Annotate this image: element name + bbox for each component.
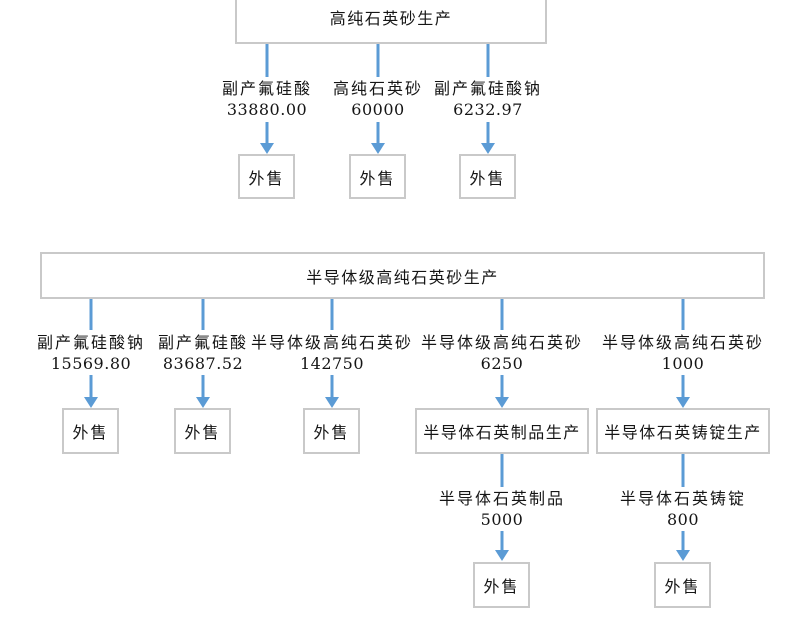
sale-label: 外售 (184, 423, 221, 442)
quantity-label: 800 (666, 510, 700, 529)
output-label: 半导体级高纯石英砂 142750 (212, 332, 452, 374)
sale-label: 外售 (469, 168, 506, 188)
quantity-label: 6250 (480, 354, 524, 373)
process-box-semi-hp-quartz-sand: 半导体级高纯石英砂生产 (40, 252, 765, 299)
sale-box: 外售 (238, 154, 295, 199)
sale-label: 外售 (313, 423, 350, 442)
quantity-label: 142750 (299, 354, 365, 373)
product-label: 副产氟硅酸 (221, 79, 312, 98)
arrow-down-icon (196, 397, 210, 408)
output-label: 副产氟硅酸钠 15569.80 (0, 332, 211, 374)
quantity-label: 15569.80 (50, 354, 132, 373)
sale-label: 外售 (248, 168, 285, 188)
product-label: 副产氟硅酸钠 (36, 333, 145, 352)
output-label: 半导体级高纯石英砂 1000 (563, 332, 803, 374)
quantity-label: 60000 (351, 100, 405, 119)
sale-box: 外售 (62, 408, 119, 454)
flow-line (265, 44, 269, 77)
flow-line (500, 531, 504, 551)
flow-line (330, 375, 334, 398)
output-label: 副产氟硅酸钠 6232.97 (368, 78, 608, 120)
flow-line (486, 122, 490, 144)
quantity-label: 1000 (661, 354, 705, 373)
arrow-down-icon (84, 397, 98, 408)
sale-box: 外售 (654, 562, 711, 608)
flow-line (376, 122, 380, 144)
output-label: 高纯石英砂 60000 (258, 78, 498, 120)
output-label: 副产氟硅酸 33880.00 (147, 78, 387, 120)
quantity-label: 5000 (480, 510, 524, 529)
output-label: 半导体级高纯石英砂 6250 (382, 332, 622, 374)
arrow-down-icon (676, 397, 690, 408)
arrow-down-icon (325, 397, 339, 408)
arrow-down-icon (371, 143, 385, 154)
flow-line (89, 299, 93, 330)
arrow-down-icon (481, 143, 495, 154)
quantity-label: 83687.52 (162, 354, 244, 373)
product-label: 副产氟硅酸 (157, 333, 248, 352)
flow-line (330, 299, 334, 330)
arrow-down-icon (676, 550, 690, 561)
flow-line (201, 299, 205, 330)
flow-line (376, 44, 380, 77)
process-label: 半导体石英铸锭生产 (604, 423, 762, 442)
sale-box: 外售 (303, 408, 360, 454)
flow-line (500, 299, 504, 330)
output-label: 副产氟硅酸 83687.52 (83, 332, 323, 374)
flow-line (201, 375, 205, 398)
product-label: 半导体级高纯石英砂 (250, 333, 413, 352)
flow-line (681, 299, 685, 330)
product-label: 半导体级高纯石英砂 (420, 333, 583, 352)
product-label: 半导体级高纯石英砂 (601, 333, 764, 352)
sale-box: 外售 (174, 408, 231, 454)
arrow-down-icon (495, 550, 509, 561)
process-label: 半导体石英制品生产 (423, 423, 581, 442)
output-label: 半导体石英制品 5000 (382, 488, 622, 530)
product-label: 副产氟硅酸钠 (433, 79, 542, 98)
sale-box: 外售 (459, 154, 516, 199)
process-box-hp-quartz-sand: 高纯石英砂生产 (235, 0, 547, 44)
process-box-semi-quartz-ingot: 半导体石英铸锭生产 (596, 408, 770, 454)
flow-line (265, 122, 269, 144)
sale-label: 外售 (483, 577, 520, 596)
flow-line (486, 44, 490, 77)
output-label: 半导体石英铸锭 800 (563, 488, 803, 530)
sale-box: 外售 (349, 154, 406, 199)
sale-label: 外售 (72, 423, 109, 442)
flow-line (681, 454, 685, 487)
flow-line (500, 454, 504, 487)
quantity-label: 6232.97 (453, 100, 523, 119)
sale-label: 外售 (664, 577, 701, 596)
sale-box: 外售 (473, 562, 530, 608)
process-label: 高纯石英砂生产 (329, 9, 453, 28)
arrow-down-icon (495, 397, 509, 408)
flow-line (500, 375, 504, 398)
product-label: 半导体石英铸锭 (619, 489, 746, 508)
quantity-label: 33880.00 (226, 100, 308, 119)
process-label: 半导体级高纯石英砂生产 (306, 267, 499, 287)
sale-label: 外售 (359, 168, 396, 188)
flow-line (681, 531, 685, 551)
flow-line (89, 375, 93, 398)
product-label: 半导体石英制品 (438, 489, 565, 508)
product-label: 高纯石英砂 (332, 79, 423, 98)
flow-line (681, 375, 685, 398)
process-box-semi-quartz-products: 半导体石英制品生产 (415, 408, 589, 454)
arrow-down-icon (260, 143, 274, 154)
